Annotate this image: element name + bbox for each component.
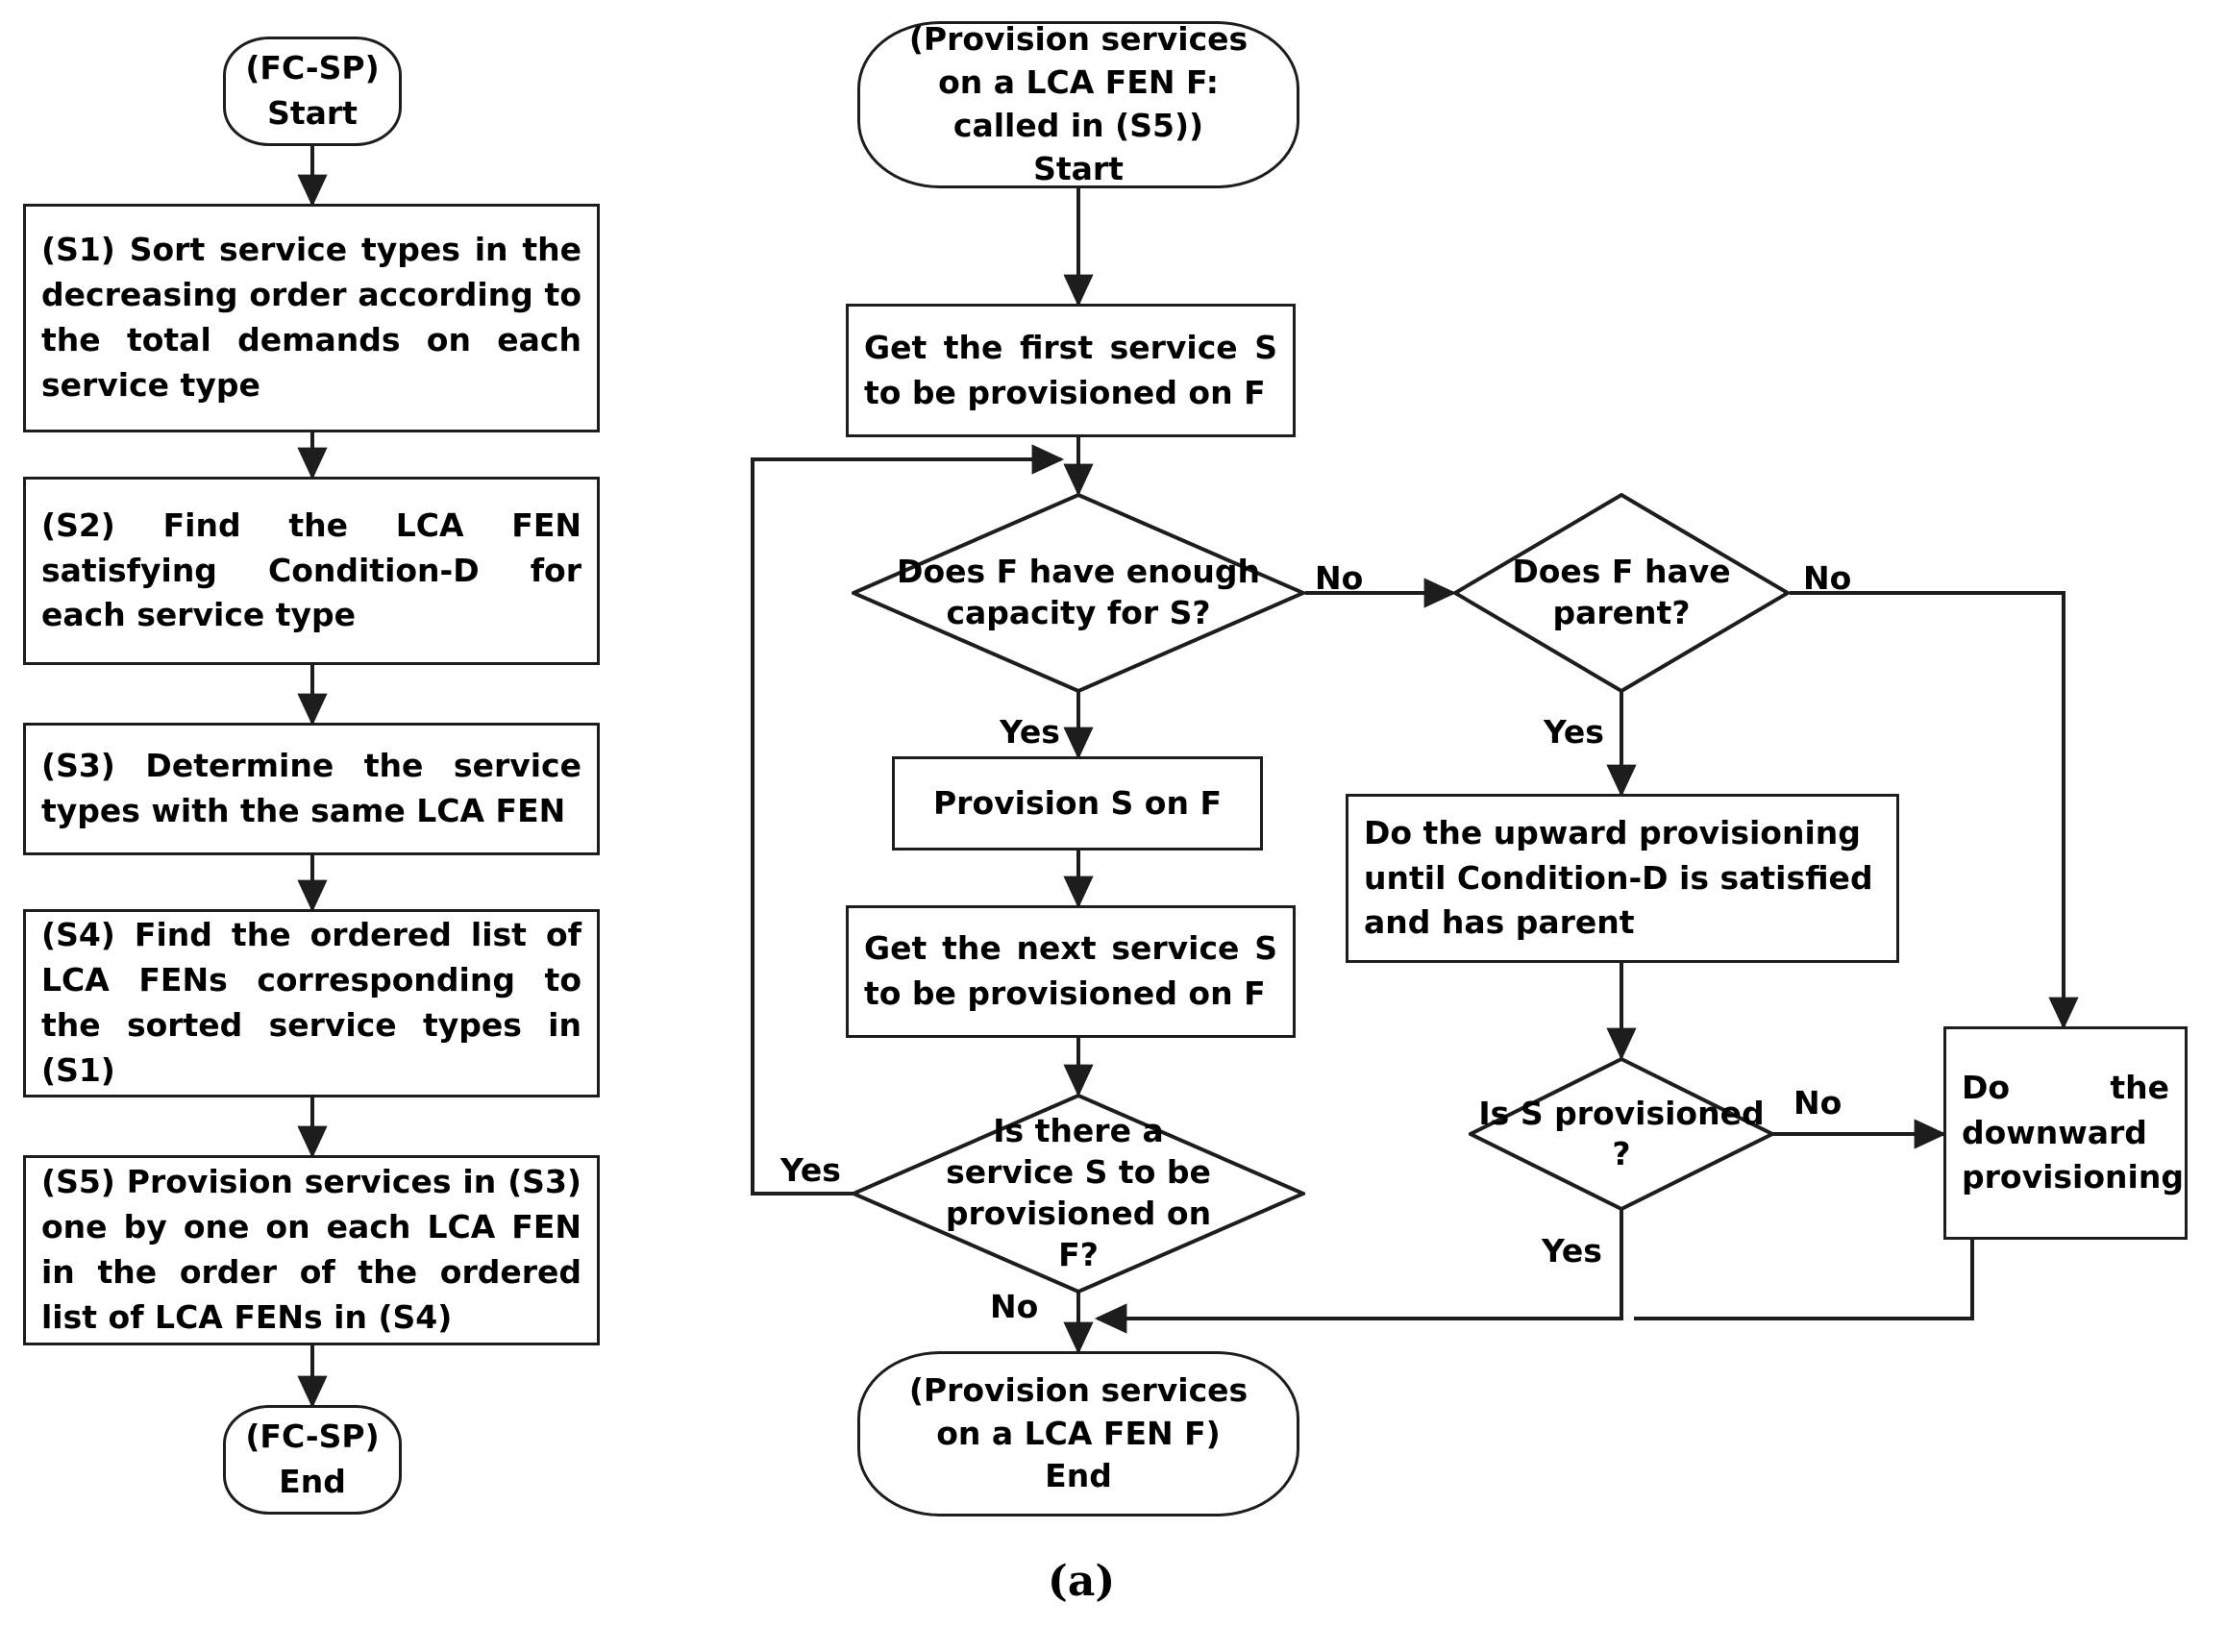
node-does-f-have-capacity-label: Does F have enough capacity for S? xyxy=(897,553,1260,631)
edge-label-isprov-yes: Yes xyxy=(1542,1232,1602,1270)
node-get-first-service[interactable]: Get the first service S to be provisione… xyxy=(846,304,1296,437)
diamond-shape xyxy=(1469,1057,1774,1211)
node-is-s-provisioned[interactable]: Is S provisioned ? xyxy=(1469,1057,1774,1211)
node-s4-label: (S4) Find the ordered list of LCA FENs c… xyxy=(41,916,581,1089)
diamond-shape xyxy=(1453,493,1790,693)
node-fcsp-end[interactable]: (FC-SP) End xyxy=(223,1405,402,1515)
node-provision-s-on-f-label: Provision S on F xyxy=(932,783,1222,822)
node-s4[interactable]: (S4) Find the ordered list of LCA FENs c… xyxy=(23,909,600,1097)
node-does-f-have-parent-label: Does F have parent? xyxy=(1512,553,1731,631)
node-s2[interactable]: (S2) Find the LCA FEN satisfying Conditi… xyxy=(23,477,600,665)
node-provision-start-label: (Provision services on a LCA FEN F: call… xyxy=(908,20,1249,187)
node-is-there-a-service-label: Is there a service S to be provisioned o… xyxy=(945,1112,1212,1273)
edge-more-yes-loop xyxy=(751,444,1065,1196)
node-fcsp-start-label: (FC-SP) Start xyxy=(245,49,380,132)
node-s5-label: (S5) Provision services in (S3) one by o… xyxy=(41,1163,581,1336)
node-provision-start[interactable]: (Provision services on a LCA FEN F: call… xyxy=(857,20,1299,188)
node-get-next-service-label: Get the next service S to be provisioned… xyxy=(864,929,1277,1012)
node-downward-provisioning-label: Do the downward provisioning xyxy=(1962,1068,2184,1196)
edge-isprov-yes xyxy=(1094,1210,1623,1334)
diamond-shape xyxy=(852,493,1305,693)
node-upward-provisioning[interactable]: Do the upward provisioning until Conditi… xyxy=(1346,794,1899,963)
edge-label-capacity-yes: Yes xyxy=(1000,713,1060,751)
node-downward-provisioning[interactable]: Do the downward provisioning xyxy=(1943,1026,2188,1240)
diamond-shape xyxy=(852,1094,1305,1294)
node-is-there-a-service[interactable]: Is there a service S to be provisioned o… xyxy=(852,1094,1305,1294)
edge-label-capacity-no: No xyxy=(1315,559,1364,597)
node-provision-end-label: (Provision services on a LCA FEN F) End xyxy=(908,1370,1249,1495)
node-fcsp-end-label: (FC-SP) End xyxy=(245,1418,380,1500)
edge-label-parent-no: No xyxy=(1803,559,1852,597)
node-provision-s-on-f[interactable]: Provision S on F xyxy=(892,756,1263,851)
node-does-f-have-parent[interactable]: Does F have parent? xyxy=(1453,493,1790,693)
node-is-s-provisioned-label: Is S provisioned ? xyxy=(1478,1095,1765,1172)
node-s5[interactable]: (S5) Provision services in (S3) one by o… xyxy=(23,1155,600,1345)
node-s3-label: (S3) Determine the service types with th… xyxy=(41,747,581,829)
node-s1-label: (S1) Sort service types in the decreasin… xyxy=(41,231,581,404)
edge-label-more-yes: Yes xyxy=(780,1151,841,1189)
node-provision-end[interactable]: (Provision services on a LCA FEN F) End xyxy=(857,1351,1299,1516)
node-upward-provisioning-label: Do the upward provisioning until Conditi… xyxy=(1364,813,1873,942)
node-s3[interactable]: (S3) Determine the service types with th… xyxy=(23,723,600,855)
edge-label-parent-yes: Yes xyxy=(1544,713,1604,751)
node-get-first-service-label: Get the first service S to be provisione… xyxy=(864,328,1277,411)
figure-caption: (a) xyxy=(1048,1557,1116,1606)
edge-parent-no xyxy=(1790,591,2079,1030)
node-s1[interactable]: (S1) Sort service types in the decreasin… xyxy=(23,204,600,432)
node-does-f-have-capacity[interactable]: Does F have enough capacity for S? xyxy=(852,493,1305,693)
edge-label-more-no: No xyxy=(990,1288,1039,1325)
edge-label-isprov-no: No xyxy=(1793,1084,1843,1122)
node-s2-label: (S2) Find the LCA FEN satisfying Conditi… xyxy=(41,505,581,634)
edge-downward-return xyxy=(1634,1240,1974,1320)
node-fcsp-start[interactable]: (FC-SP) Start xyxy=(223,37,402,146)
node-get-next-service[interactable]: Get the next service S to be provisioned… xyxy=(846,905,1296,1038)
